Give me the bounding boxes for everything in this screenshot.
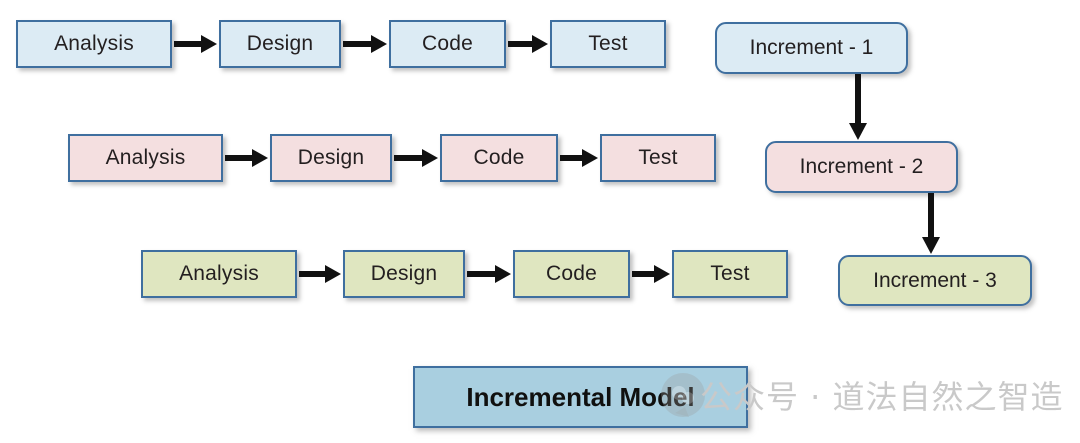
arrow-pink-3 xyxy=(560,147,598,169)
arrow-green-3 xyxy=(632,263,670,285)
arrow-blue-2 xyxy=(343,33,387,55)
increment-box-1: Increment - 1 xyxy=(715,22,908,74)
phase-box-blue-design: Design xyxy=(219,20,341,68)
phase-box-blue-test: Test xyxy=(550,20,666,68)
arrow-pink-2 xyxy=(394,147,438,169)
increment-arrow-1 xyxy=(847,74,869,140)
watermark-label: 公众号 · 道法自然之智造 xyxy=(700,378,1064,416)
phase-box-green-code: Code xyxy=(513,250,630,298)
diagram-title-banner: Incremental Model xyxy=(413,366,748,428)
increment-box-2: Increment - 2 xyxy=(765,141,958,193)
arrow-blue-3 xyxy=(508,33,548,55)
phase-box-blue-code: Code xyxy=(389,20,506,68)
phase-box-green-test: Test xyxy=(672,250,788,298)
arrow-pink-1 xyxy=(225,147,268,169)
phase-box-pink-analysis: Analysis xyxy=(68,134,223,182)
phase-box-green-design: Design xyxy=(343,250,465,298)
arrow-blue-1 xyxy=(174,33,217,55)
arrow-green-2 xyxy=(467,263,511,285)
increment-arrow-2 xyxy=(920,193,942,254)
phase-box-pink-code: Code xyxy=(440,134,558,182)
phase-box-green-analysis: Analysis xyxy=(141,250,297,298)
phase-box-pink-design: Design xyxy=(270,134,392,182)
increment-box-3: Increment - 3 xyxy=(838,255,1032,306)
phase-box-pink-test: Test xyxy=(600,134,716,182)
phase-box-blue-analysis: Analysis xyxy=(16,20,172,68)
arrow-green-1 xyxy=(299,263,341,285)
